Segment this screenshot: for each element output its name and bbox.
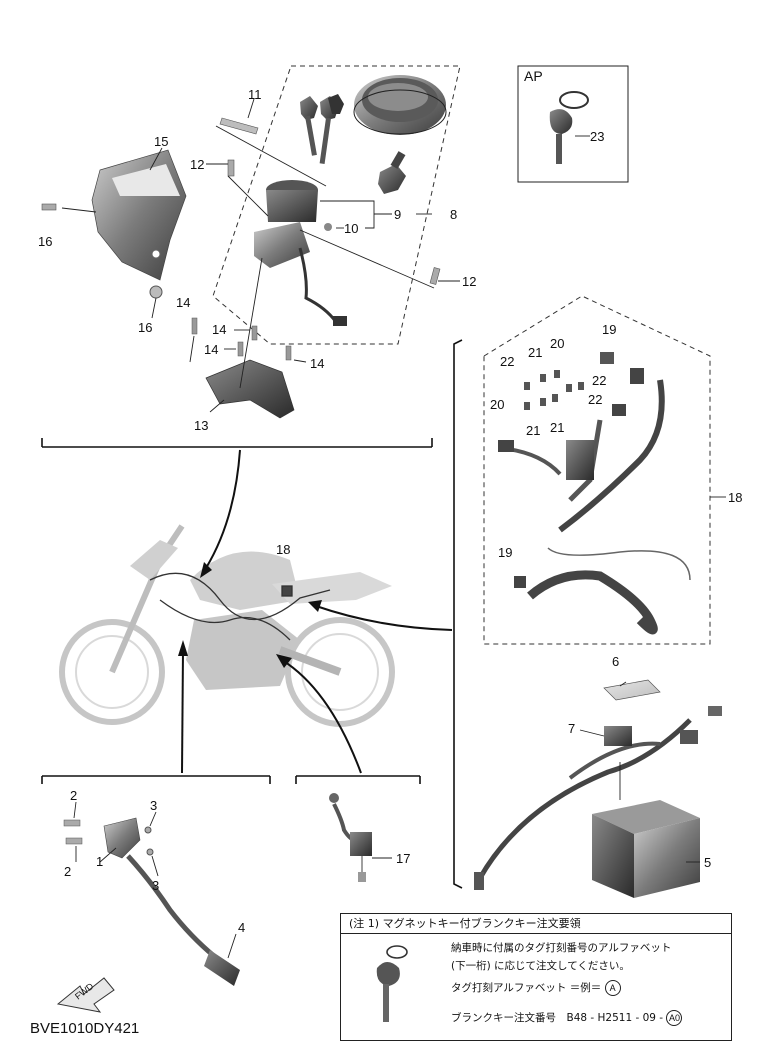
sensor-image	[103, 817, 240, 986]
wiring-on-bike	[149, 572, 331, 641]
bolt-16-image	[41, 203, 57, 211]
grommet-image	[149, 285, 163, 299]
note-title: (注 1) マグネットキー付ブランクキー注文要領	[341, 914, 731, 934]
battery-group	[474, 679, 722, 898]
lock-cap-image	[353, 75, 447, 135]
diagram-code: BVE1010DY421	[30, 1020, 140, 1037]
battery-image	[592, 800, 700, 898]
note-example-circle: A	[604, 980, 621, 996]
callout-18-right: 18	[728, 490, 742, 505]
main-switch-dashed-boundary	[212, 65, 461, 345]
callout-12-right: 12	[462, 274, 476, 289]
main-switch-image	[254, 180, 347, 326]
harness-dashed-boundary	[483, 295, 711, 645]
callout-14-c: 14	[204, 342, 218, 357]
note-line-3: タグ打刻アルファベット ＝例＝ A	[451, 980, 621, 996]
bolt-12-top-image	[227, 159, 235, 177]
callout-1: 1	[96, 854, 103, 869]
headlight-cover-image	[91, 149, 187, 281]
wire-harness-group	[483, 295, 726, 645]
callout-19-bottom: 19	[498, 545, 512, 560]
sensor-17-image	[329, 793, 372, 882]
bracket-image	[205, 359, 295, 419]
callout-9: 9	[394, 207, 401, 222]
bracket-6-image	[603, 679, 661, 701]
shim-image	[219, 117, 259, 135]
callout-3-top: 3	[150, 798, 157, 813]
callout-4: 4	[238, 920, 245, 935]
callout-2-top: 2	[70, 788, 77, 803]
callout-14-a: 14	[176, 295, 190, 310]
callout-5: 5	[704, 855, 711, 870]
key-set-image	[300, 94, 344, 164]
note-line-1: 納車時に付属のタグ打刻番号のアルファベット	[451, 942, 672, 954]
right-separator-line	[453, 339, 463, 889]
callout-21-top: 21	[528, 345, 542, 360]
headlight-cover-group	[41, 147, 187, 319]
pointer-arrows	[181, 449, 453, 774]
callout-3-bottom: 3	[152, 878, 159, 893]
callout-14-d: 14	[310, 356, 324, 371]
callout-10: 10	[344, 221, 358, 236]
callout-13: 13	[194, 418, 208, 433]
bracket-group	[189, 257, 307, 419]
ap-label: AP	[524, 68, 543, 84]
sensor-17-group	[329, 793, 392, 882]
callout-23: 23	[590, 129, 604, 144]
pointer-arrowheads	[178, 562, 322, 668]
note-line-4: ブランクキー注文番号 B48 - H2511 - 09 - A0	[451, 1010, 683, 1026]
callout-14-b: 14	[212, 322, 226, 337]
magnet-key-image	[549, 91, 589, 164]
main-switch-assembly-group	[206, 65, 461, 345]
bottom-separator-lines	[41, 775, 421, 784]
callout-16-left: 16	[38, 234, 52, 249]
callout-21-bottom-right: 21	[550, 420, 564, 435]
fuse-set-image	[524, 370, 584, 410]
callout-20-top: 20	[550, 336, 564, 351]
note-line-3-text: タグ打刻アルファベット ＝例＝	[451, 982, 602, 994]
callout-labels: 1 2 2 3 3 4 5 6 7 8 9 10 11 12 12 13 14 …	[38, 87, 742, 935]
wire-harness-image	[498, 352, 691, 635]
callout-22-right-top: 22	[592, 373, 606, 388]
main-switch-leaders	[206, 98, 460, 289]
callout-2-bottom: 2	[64, 864, 71, 879]
callout-22-right-bottom: 22	[588, 392, 602, 407]
sensor-group	[63, 801, 240, 986]
callout-15: 15	[154, 134, 168, 149]
note-line-4-text: ブランクキー注文番号 B48 - H2511 - 09 -	[451, 1012, 664, 1024]
note-order-circle: A0	[666, 1010, 683, 1026]
note-box: (注 1) マグネットキー付ブランクキー注文要領 納車時に付属のタグ打刻番号のア…	[340, 913, 732, 1041]
lock-cylinder-image	[378, 151, 406, 194]
note-line-2: (下一桁) に応じて注文してください。	[451, 960, 630, 972]
battery-cable-image	[474, 706, 722, 890]
callout-7: 7	[568, 721, 575, 736]
callout-19-top: 19	[602, 322, 616, 337]
callout-6: 6	[612, 654, 619, 669]
ap-box-group: AP	[517, 65, 629, 183]
callout-18-bike: 18	[276, 542, 290, 557]
magnet-key-note-icon	[376, 945, 408, 1022]
callout-21-bottom-left: 21	[526, 423, 540, 438]
callout-16-bottom: 16	[138, 320, 152, 335]
bolt-12-right-image	[429, 267, 441, 285]
callout-11: 11	[248, 87, 262, 102]
motorcycle-image	[59, 524, 395, 727]
callout-22-left: 22	[500, 354, 514, 369]
callout-20-left: 20	[490, 397, 504, 412]
callout-8: 8	[450, 207, 457, 222]
callout-12-left: 12	[190, 157, 204, 172]
fwd-arrow-icon: FWD	[56, 977, 115, 1013]
ap-box-frame	[517, 65, 629, 183]
callout-17: 17	[396, 851, 410, 866]
